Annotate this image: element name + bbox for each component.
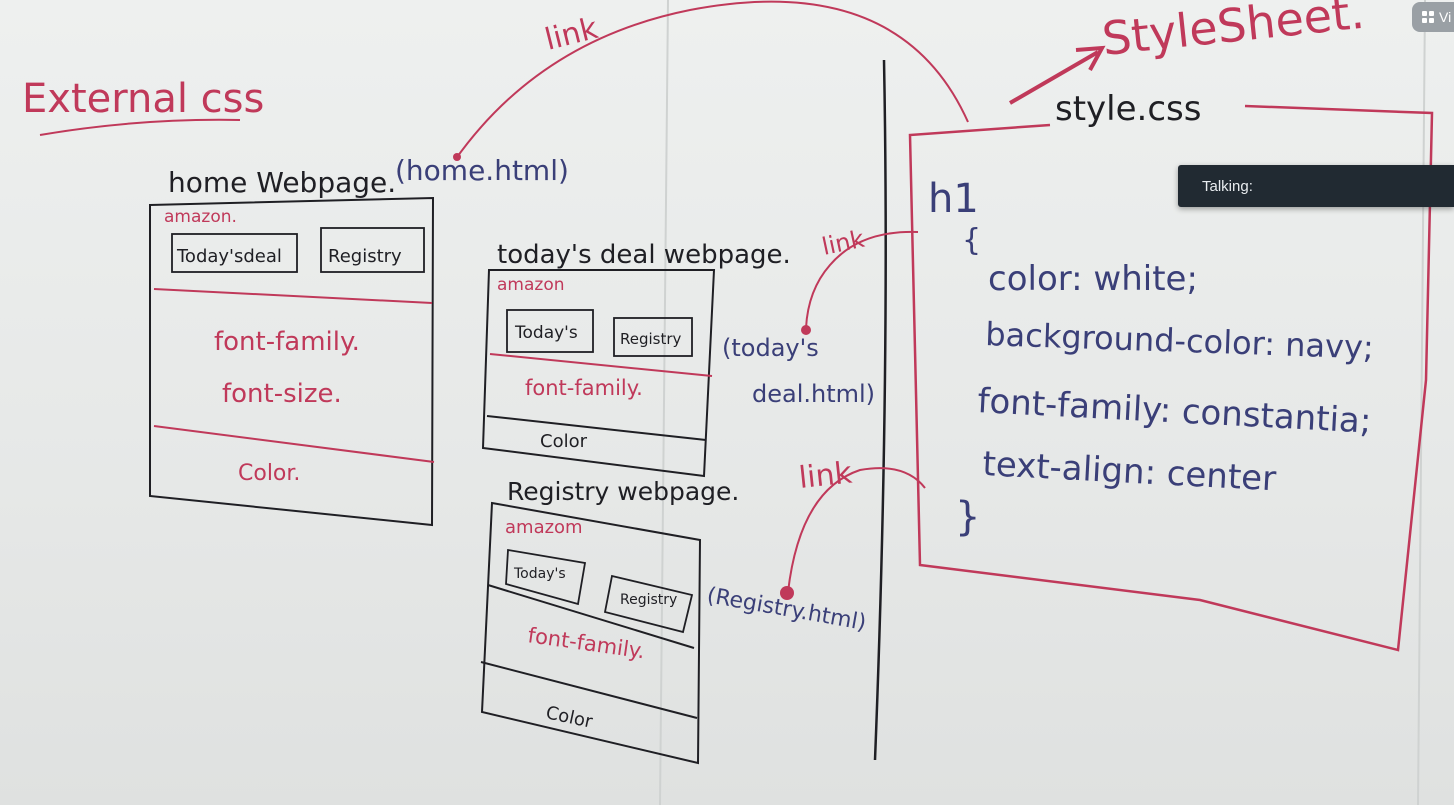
- home-line3: Color.: [238, 461, 300, 486]
- middle-link-arrowhead: [801, 325, 811, 335]
- stylesheet-arrowhead: [1075, 45, 1106, 71]
- top-link-arrowhead: [453, 153, 461, 161]
- deal-brand: amazon: [497, 275, 565, 295]
- deal-file-2: deal.html): [752, 380, 875, 408]
- registry-line1: font-family.: [526, 623, 646, 663]
- top-link-label: link: [541, 11, 602, 58]
- stylesheet-frame: [908, 104, 1434, 652]
- board-divider-line: [873, 59, 887, 761]
- deal-btn2-label: Registry: [620, 330, 682, 348]
- css-rule-2: background-color: navy;: [985, 315, 1375, 367]
- registry-divider-2: [480, 661, 698, 719]
- home-file: (home.html): [395, 154, 569, 187]
- talking-indicator-panel: Talking:: [1178, 165, 1454, 207]
- registry-page-frame: [480, 501, 702, 765]
- css-rule-1: color: white;: [988, 259, 1198, 299]
- home-btn2-label: Registry: [328, 246, 402, 267]
- home-heading: home Webpage.: [168, 166, 396, 199]
- bottom-link-arrow: [787, 467, 926, 593]
- bottom-link-arrowhead: [780, 586, 794, 600]
- registry-heading: Registry webpage.: [507, 477, 739, 506]
- registry-btn1-label: Today's: [513, 566, 566, 582]
- view-button-label: Vi: [1439, 9, 1452, 25]
- css-rule-3: font-family: constantia;: [977, 381, 1373, 442]
- registry-brand: amazom: [505, 517, 583, 538]
- stylesheet-file: style.css: [1055, 89, 1201, 129]
- home-divider-1: [153, 288, 433, 304]
- stylesheet-arrow: [1008, 50, 1100, 105]
- deal-line1: font-family.: [525, 376, 643, 400]
- home-line1: font-family.: [214, 327, 360, 357]
- registry-btn2-label: Registry: [620, 592, 677, 608]
- middle-link-label: link: [819, 225, 866, 261]
- talking-label: Talking:: [1202, 177, 1253, 195]
- css-close-brace: }: [955, 494, 980, 540]
- deal-file-1: (today's: [722, 334, 819, 362]
- deal-heading: today's deal webpage.: [497, 240, 791, 270]
- bottom-link-label: link: [797, 456, 854, 496]
- home-registry-button: [320, 227, 425, 273]
- registry-divider-1: [487, 584, 695, 649]
- middle-link-arrow: [805, 230, 919, 329]
- home-btn1-label: Today'sdeal: [176, 246, 282, 267]
- grid-view-icon: [1422, 11, 1434, 23]
- home-line2: font-size.: [222, 379, 342, 409]
- deal-divider-1: [489, 353, 713, 377]
- deal-page-frame: [481, 269, 716, 478]
- view-button[interactable]: Vi: [1412, 2, 1454, 32]
- home-todays-deal-button: [171, 233, 298, 273]
- registry-registry-button: [603, 574, 694, 634]
- registry-todays-button: [505, 548, 587, 606]
- stylesheet-label: StyleSheet.: [1100, 0, 1367, 66]
- css-selector: h1: [928, 176, 979, 222]
- home-page-frame: [149, 196, 435, 527]
- board-seam: [659, 0, 669, 805]
- deal-line2: Color: [540, 431, 588, 452]
- board-title: External css: [22, 76, 264, 122]
- deal-todays-button: [506, 309, 594, 353]
- deal-divider-2: [486, 415, 707, 441]
- home-divider-2: [153, 425, 435, 463]
- deal-registry-button: [613, 317, 693, 357]
- top-link-arrow: [454, 0, 969, 161]
- board-seam: [1417, 0, 1426, 805]
- deal-btn1-label: Today's: [514, 323, 578, 343]
- css-rule-4: text-align: center: [982, 444, 1278, 499]
- css-open-brace: {: [962, 223, 981, 258]
- home-brand: amazon.: [164, 207, 237, 227]
- title-underline: [39, 118, 241, 136]
